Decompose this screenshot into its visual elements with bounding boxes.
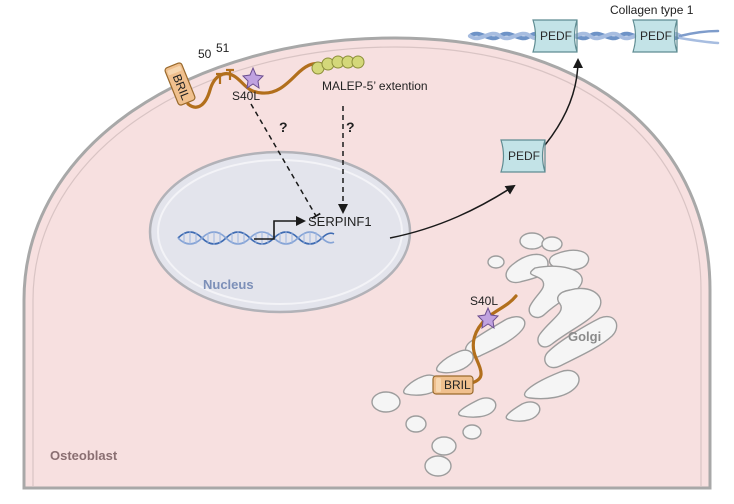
bril-strand-golgi [466, 294, 518, 386]
osteoblast-label: Osteoblast [50, 448, 118, 463]
bril-golgi-label: BRIL [444, 378, 471, 392]
mutation-51-label: 51 [216, 41, 230, 55]
secretion-arrow [389, 184, 516, 239]
transcription-start-arrow [254, 216, 306, 240]
collagen-label: Collagen type 1 [610, 3, 694, 17]
pedf-collagen-1-label: PEDF [540, 29, 572, 43]
pedf-box-collagen-2: PEDF [632, 19, 678, 53]
bril-box-membrane: BRIL [164, 62, 196, 106]
golgi-apparatus [371, 232, 618, 477]
nucleus-label: Nucleus [203, 277, 254, 292]
collagen-binding-arrow [544, 58, 583, 146]
pedf-box-collagen-1: PEDF [532, 19, 578, 53]
bril-strand-membrane [186, 61, 324, 109]
mutation-markers [216, 68, 234, 84]
osteoblast-inner-membrane [32, 46, 702, 486]
star-icon [476, 306, 500, 330]
pedf-collagen-2-label: PEDF [640, 29, 672, 43]
dna-helix [177, 231, 335, 245]
malep-beads [311, 55, 365, 75]
golgi-label: Golgi [568, 329, 601, 344]
star-icon [241, 66, 265, 90]
serpinf1-label: SERPINF1 [308, 214, 372, 229]
nucleus [148, 150, 412, 314]
bril-box-golgi: BRIL [432, 375, 474, 395]
inhibition-arrow [250, 103, 321, 220]
mutation-50-label: 50 [198, 47, 212, 61]
pedf-cell-label: PEDF [508, 149, 540, 163]
pedf-box-cell: PEDF [500, 139, 546, 173]
question-mark-icon: ? [346, 119, 355, 135]
s40l-membrane-label: S40L [232, 89, 260, 103]
malep-label: MALEP-5’ extention [322, 79, 428, 93]
question-mark-icon: ? [279, 119, 288, 135]
s40l-golgi-label: S40L [470, 294, 498, 308]
collagen-fiber-ends [678, 29, 720, 45]
